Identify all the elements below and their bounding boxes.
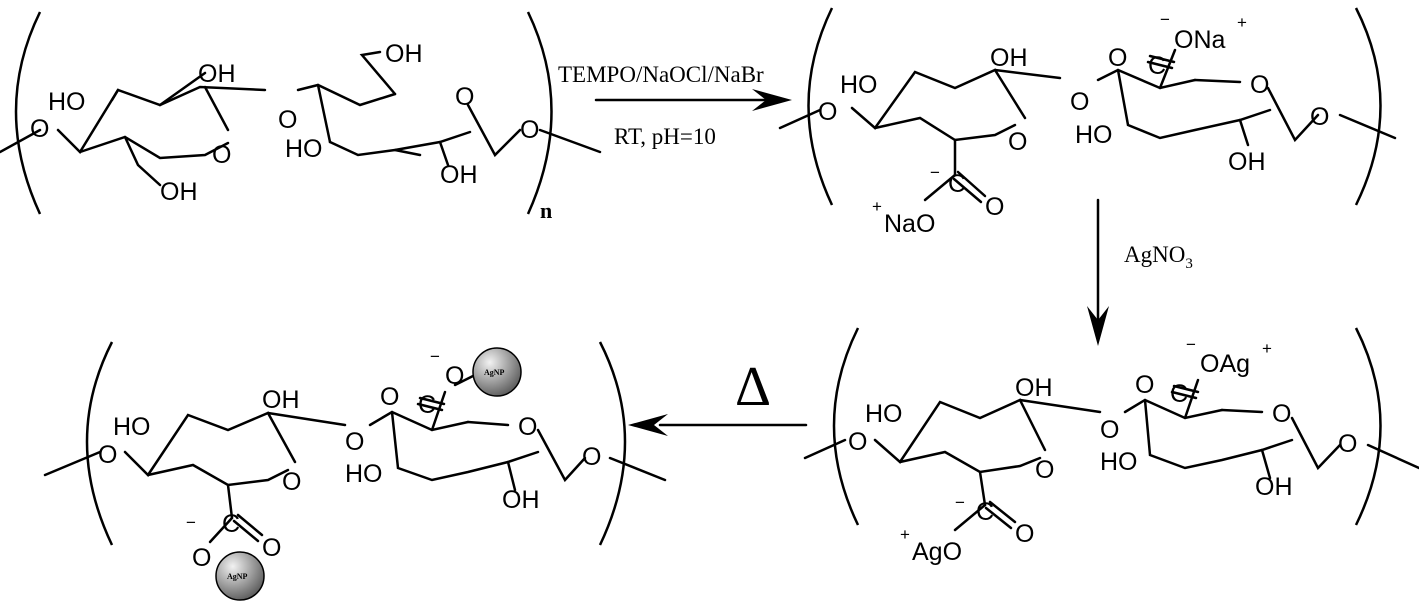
cellulose-agnp: O HO OH O O O C − O O HO OH O C O − O Ag… xyxy=(43,341,667,601)
charge-minus: − xyxy=(930,163,940,182)
atom-ho: HO xyxy=(840,71,878,99)
arrow-down-head xyxy=(1087,306,1109,346)
charge-plus: + xyxy=(1262,339,1272,358)
heat-symbol: Δ xyxy=(735,356,771,418)
nanoparticle-icon: AgNP xyxy=(215,551,265,601)
left-bracket xyxy=(85,341,114,546)
atom-o: O xyxy=(282,468,301,496)
atom-oh: OH xyxy=(262,386,300,414)
left-bracket xyxy=(14,11,42,215)
atom-oh: OH xyxy=(385,40,423,68)
atom-o: O xyxy=(212,141,231,169)
atom-o: O xyxy=(1338,430,1357,458)
charge-plus: + xyxy=(900,525,910,544)
oxidized-cellulose-ag: O HO OH O O O C − OAg + O HO OH O C O − … xyxy=(803,327,1419,566)
atom-o: O xyxy=(262,534,281,562)
atom-ho: HO xyxy=(865,400,903,428)
atom-o: O xyxy=(345,428,364,456)
atom-o: O xyxy=(380,383,399,411)
charge-plus: + xyxy=(1237,13,1247,32)
atom-o: O xyxy=(985,193,1004,221)
atom-o: O xyxy=(1310,103,1329,131)
atom-c: C xyxy=(222,510,240,538)
step2-reagent: AgNO3 xyxy=(1124,242,1193,272)
charge-minus: − xyxy=(430,347,440,366)
atom-nao: NaO xyxy=(884,210,935,238)
atom-ho: HO xyxy=(113,413,151,441)
charge-minus: − xyxy=(186,513,196,532)
atom-o: O xyxy=(1250,71,1269,99)
atom-c: C xyxy=(976,498,994,526)
atom-ho: HO xyxy=(285,135,323,163)
step1-conditions: RT, pH=10 xyxy=(614,124,716,149)
atom-o: O xyxy=(455,83,474,111)
atom-c: C xyxy=(1148,52,1166,80)
atom-o-minus: O xyxy=(445,362,464,390)
atom-ho: HO xyxy=(48,88,86,116)
nanoparticle-icon: AgNP xyxy=(472,347,522,397)
atom-o: O xyxy=(278,106,297,134)
atom-ona: ONa xyxy=(1174,26,1226,54)
charge-minus: − xyxy=(955,493,965,512)
left-bracket xyxy=(807,7,834,206)
atom-oh: OH xyxy=(990,44,1028,72)
atom-o: O xyxy=(848,428,867,456)
atom-o: O xyxy=(818,98,837,126)
atom-o: O xyxy=(98,441,117,469)
arrow-right-head xyxy=(752,89,792,111)
atom-ho: HO xyxy=(345,460,383,488)
atom-o: O xyxy=(30,115,49,143)
step-1: TEMPO/NaOCl/NaBr RT, pH=10 xyxy=(558,62,792,149)
atom-c: C xyxy=(1170,380,1188,408)
atom-o: O xyxy=(520,116,539,144)
atom-o: O xyxy=(582,443,601,471)
atom-oh: OH xyxy=(198,60,236,88)
step1-reagents: TEMPO/NaOCl/NaBr xyxy=(558,62,764,87)
nanoparticle-label: AgNP xyxy=(227,572,248,581)
atom-o-minus: O xyxy=(192,544,211,572)
atom-o: O xyxy=(1272,400,1291,428)
atom-o: O xyxy=(1070,88,1089,116)
atom-ho: HO xyxy=(1075,121,1113,149)
oxidized-cellulose-na: O HO OH O O O C − ONa + O HO OH O C O − … xyxy=(778,7,1397,238)
atom-c: C xyxy=(948,170,966,198)
step-3: Δ xyxy=(628,356,808,436)
atom-oag: OAg xyxy=(1200,350,1250,378)
atom-o: O xyxy=(1100,416,1119,444)
atom-oh: OH xyxy=(502,486,540,514)
right-bracket xyxy=(1354,327,1382,526)
atom-o: O xyxy=(1008,128,1027,156)
atom-oh: OH xyxy=(440,161,478,189)
atom-o: O xyxy=(1108,44,1127,72)
charge-plus: + xyxy=(872,197,882,216)
atom-oh: OH xyxy=(1015,374,1053,402)
step-2: AgNO3 xyxy=(1087,198,1193,346)
repeat-index: n xyxy=(540,198,552,223)
atom-o: O xyxy=(1035,456,1054,484)
atom-ho: HO xyxy=(1100,448,1138,476)
atom-o: O xyxy=(518,413,537,441)
charge-minus: − xyxy=(1160,10,1170,29)
left-bracket xyxy=(832,327,860,526)
atom-ago: AgO xyxy=(912,538,962,566)
charge-minus: − xyxy=(1186,335,1196,354)
nanoparticle-label: AgNP xyxy=(484,368,505,377)
atom-c: C xyxy=(418,391,436,419)
right-bracket xyxy=(526,11,553,215)
right-bracket xyxy=(1354,7,1382,206)
atom-o: O xyxy=(1015,520,1034,548)
cellulose-unit: O HO OH O OH O OH O HO OH O n xyxy=(0,11,602,223)
atom-oh: OH xyxy=(160,178,198,206)
arrow-left-head xyxy=(628,414,668,436)
atom-oh: OH xyxy=(1228,148,1266,176)
atom-o: O xyxy=(1135,371,1154,399)
right-bracket xyxy=(598,341,627,546)
atom-oh: OH xyxy=(1255,473,1293,501)
